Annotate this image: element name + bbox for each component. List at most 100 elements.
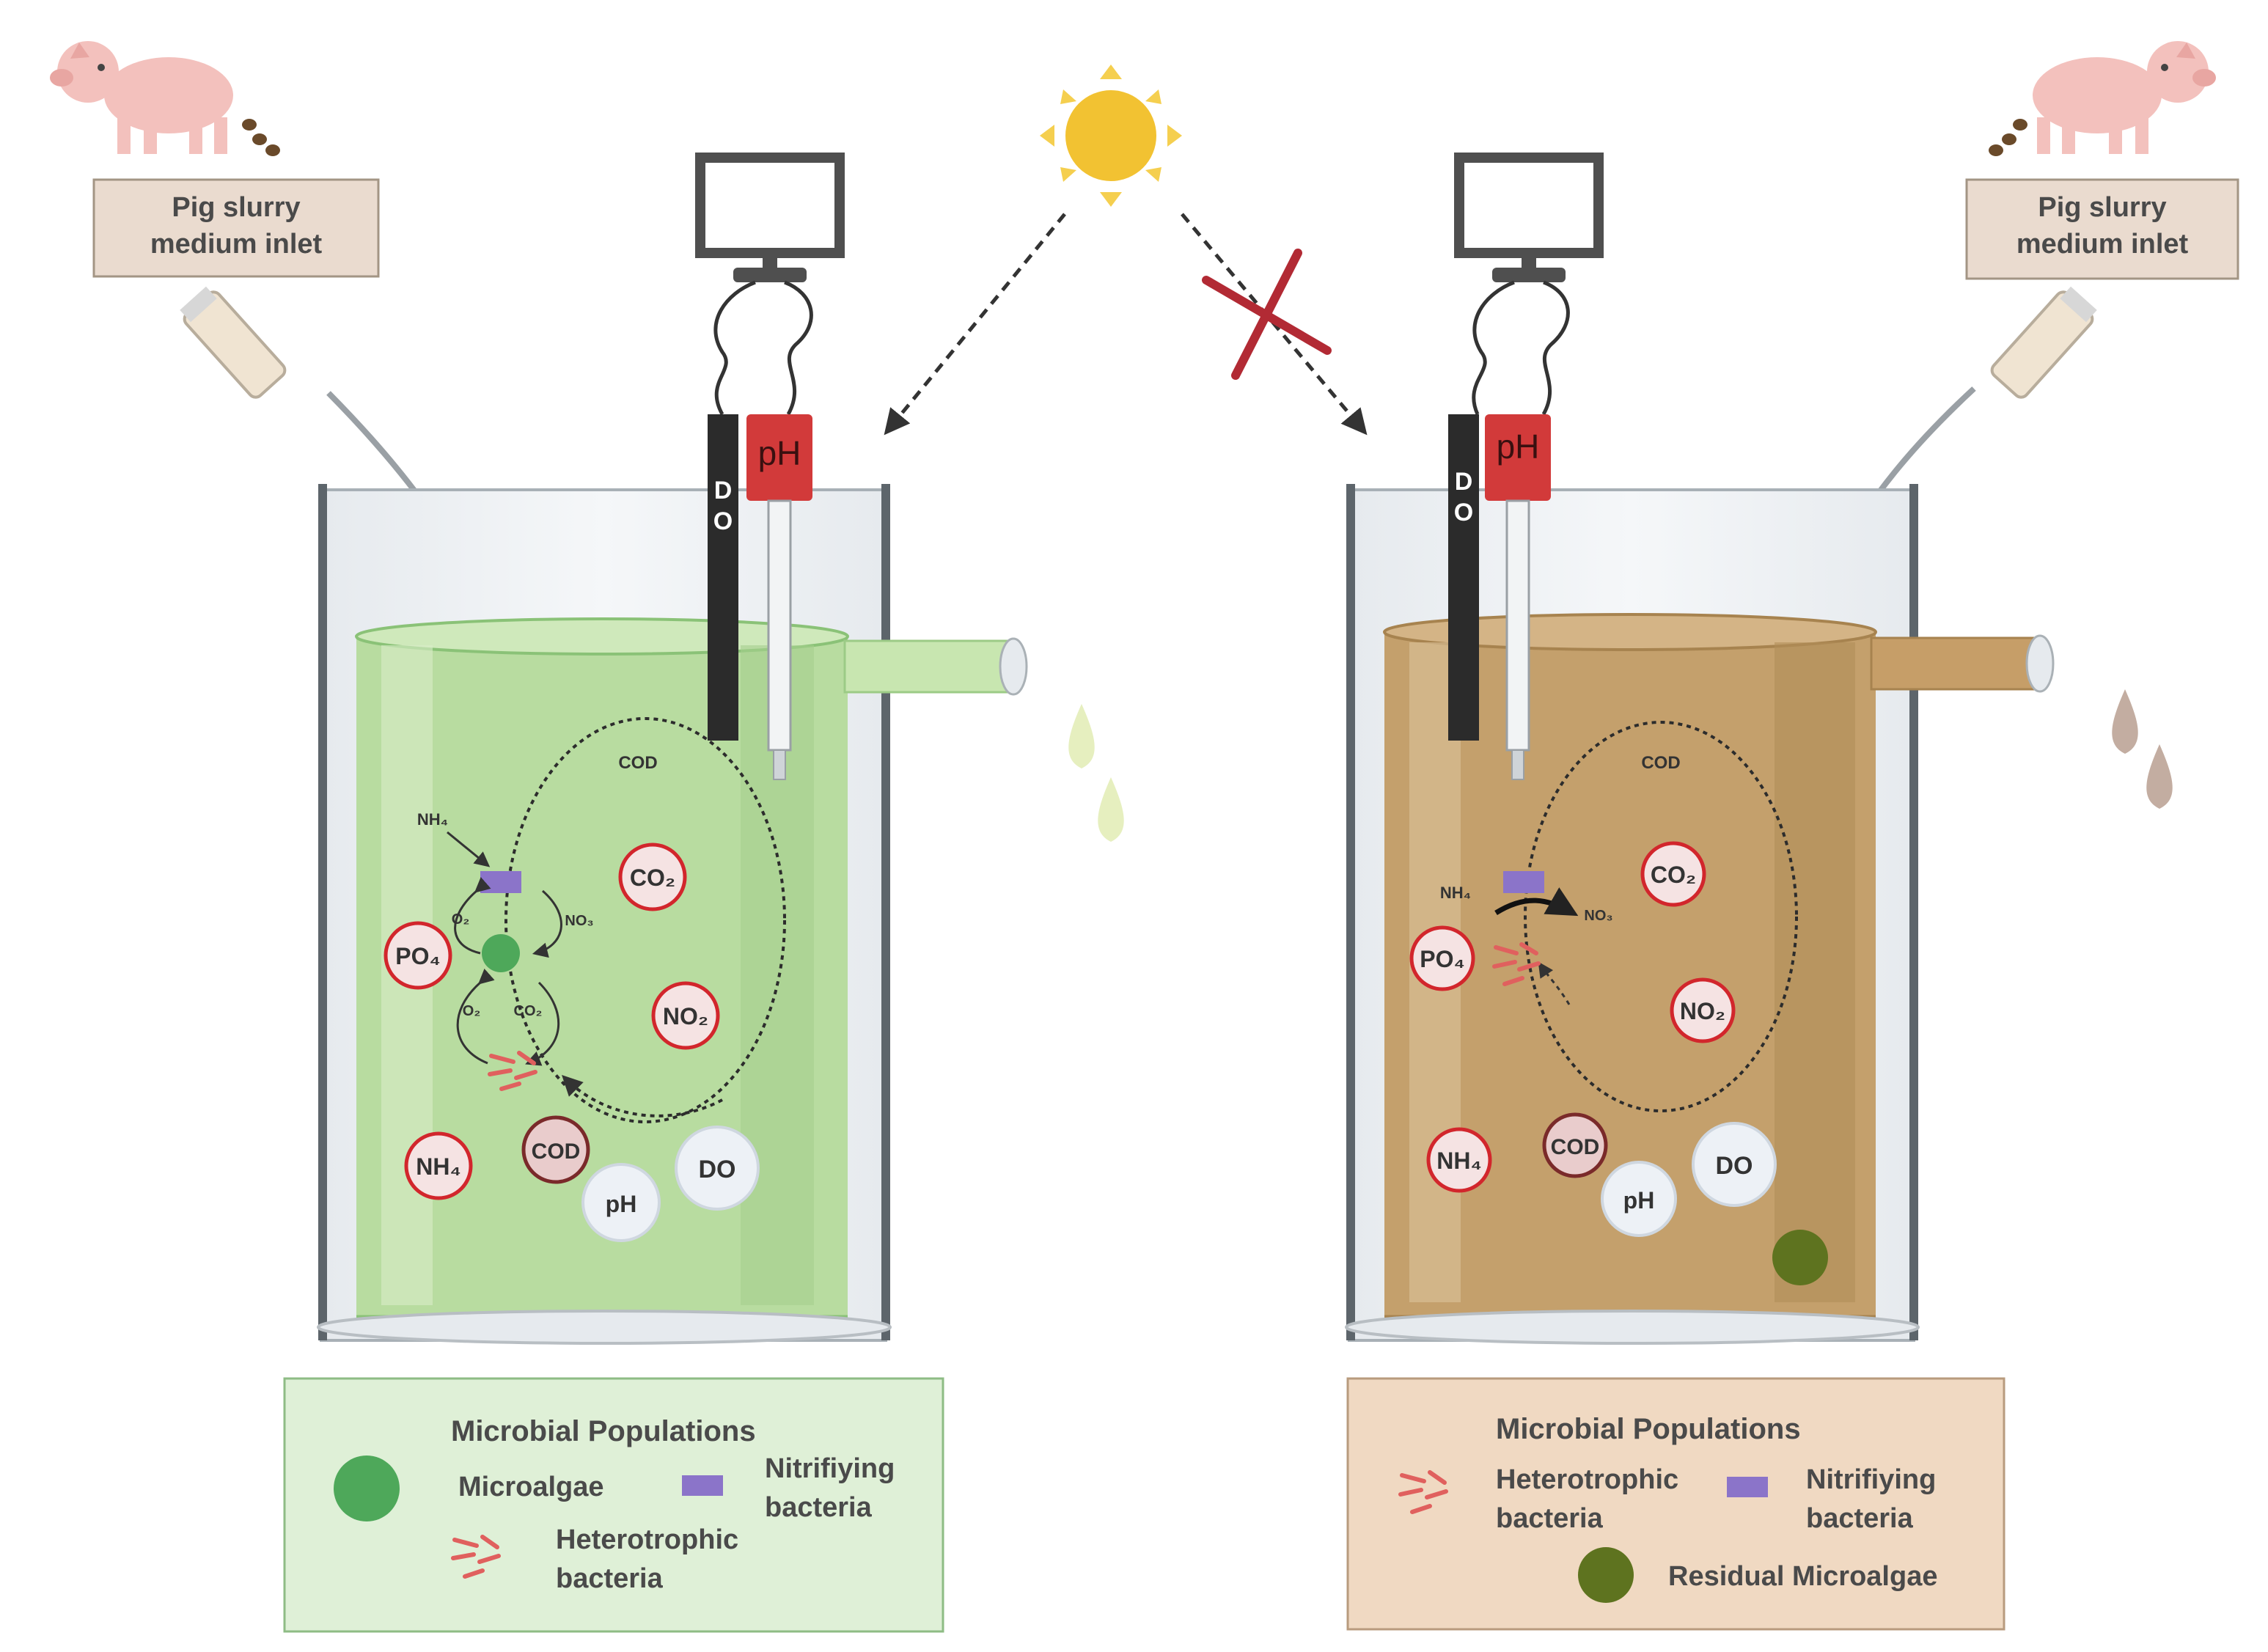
bubble-no2 xyxy=(651,981,720,1050)
legend-heterotrophic-line2: bacteria xyxy=(556,1563,664,1594)
manure-icon xyxy=(242,119,280,156)
inlet-label-box-right xyxy=(1965,178,2239,280)
bubble-cod-label: COD xyxy=(532,1139,581,1164)
bubble-do xyxy=(675,1126,760,1211)
legend-right-heterotrophic-icon xyxy=(1398,1470,1448,1514)
legend-heterotrophic-icon xyxy=(451,1535,501,1579)
bubble-right-do xyxy=(1692,1122,1777,1207)
bubble-no2-label: NO₂ xyxy=(663,1003,708,1029)
cycle-right-nh4-label: NH₄ xyxy=(1440,884,1471,902)
bubble-cod xyxy=(521,1115,590,1184)
do-probe-label-o: O xyxy=(713,507,733,535)
legend-nitrifying-line2: bacteria xyxy=(765,1492,873,1523)
right-legend-box xyxy=(1346,1377,2005,1631)
microalgae-cell-icon xyxy=(482,934,520,972)
bubble-po4 xyxy=(383,921,452,990)
sun-icon xyxy=(1040,65,1182,207)
cycle-nh4-label: NH₄ xyxy=(417,810,448,829)
bubble-right-po4-label: PO₄ xyxy=(1420,946,1464,972)
inlet-label-line2: medium inlet xyxy=(150,229,323,260)
cycle-right-cod-label: COD xyxy=(1641,753,1680,773)
syringe-icon-right xyxy=(1990,286,2097,399)
legend-right-heterotrophic-line2: bacteria xyxy=(1496,1503,1604,1534)
legend-right-nitrifying-line2: bacteria xyxy=(1806,1503,1914,1534)
do-probe xyxy=(708,414,738,741)
right-legend-title: Microbial Populations xyxy=(1496,1413,1801,1445)
do-probe-label-d: D xyxy=(714,477,733,504)
cycle-loop xyxy=(504,717,786,1123)
pig-icon-right xyxy=(2033,41,2216,154)
ph-probe-body xyxy=(767,499,792,752)
bubble-ph xyxy=(581,1163,661,1242)
outlet-pipe-right xyxy=(1870,636,2041,691)
inlet-label-right-line1: Pig slurry xyxy=(2038,192,2166,223)
bubble-right-no2 xyxy=(1670,977,1736,1043)
legend-nitrifying-icon xyxy=(682,1475,723,1496)
bubble-right-cod xyxy=(1542,1112,1608,1178)
effluent-droplet-icon-right xyxy=(2112,689,2173,809)
ph-probe-label: pH xyxy=(758,434,801,472)
legend-right-heterotrophic-line1: Heterotrophic xyxy=(1496,1464,1678,1495)
bubble-co2-label: CO₂ xyxy=(630,864,675,891)
do-probe-right xyxy=(1448,414,1479,741)
legend-microalgae-icon xyxy=(334,1455,400,1521)
heterotrophic-bacteria-icon xyxy=(488,1051,537,1091)
ph-probe-body-right xyxy=(1505,499,1530,752)
bubble-po4-label: PO₄ xyxy=(395,943,440,969)
light-arrow-left xyxy=(884,213,1066,436)
ph-probe-head-right xyxy=(1485,414,1551,501)
bubble-right-ph xyxy=(1601,1161,1677,1237)
pig-icon xyxy=(50,41,233,154)
manure-icon-right xyxy=(1989,119,2027,156)
outlet-pipe xyxy=(843,639,1015,694)
right-reactor: Pig slurry medium inlet D O xyxy=(1345,41,2239,1631)
legend-heterotrophic-line1: Heterotrophic xyxy=(556,1524,738,1555)
cycle-o2-label-a: O₂ xyxy=(452,911,469,928)
inlet-label-line1: Pig slurry xyxy=(172,192,300,223)
bubble-right-nh4 xyxy=(1426,1127,1492,1193)
bubble-right-no2-label: NO₂ xyxy=(1680,998,1725,1024)
legend-nitrifying-line1: Nitrifiying xyxy=(765,1453,895,1484)
cycle-right-no3-label: NO₃ xyxy=(1584,908,1612,924)
legend-right-residual-label: Residual Microalgae xyxy=(1668,1561,1937,1592)
cycle-co2-label: CO₂ xyxy=(514,1003,543,1019)
left-reactor: Pig slurry medium inlet xyxy=(50,41,1124,1633)
effluent-droplet-icon xyxy=(1068,704,1124,842)
legend-microalgae-label: Microalgae xyxy=(458,1472,604,1502)
nitrifying-bacteria-icon-right xyxy=(1503,871,1544,893)
syringe-icon xyxy=(180,286,287,399)
legend-right-residual-icon xyxy=(1578,1547,1634,1603)
left-legend-title: Microbial Populations xyxy=(451,1415,756,1447)
legend-right-nitrifying-line1: Nitrifiying xyxy=(1806,1464,1936,1495)
residual-microalgae-cell-icon xyxy=(1772,1230,1828,1285)
bubble-nh4-label: NH₄ xyxy=(416,1153,460,1180)
no-light-cross-icon xyxy=(1202,249,1332,380)
bubble-right-po4 xyxy=(1409,925,1475,991)
bubble-ph-label: pH xyxy=(606,1191,637,1217)
legend-right-nitrifying-icon xyxy=(1727,1477,1768,1497)
inlet-label-right-line2: medium inlet xyxy=(2016,229,2189,260)
ph-probe-right-label: pH xyxy=(1497,427,1540,466)
ph-probe-head xyxy=(746,414,812,501)
cycle-loop-right xyxy=(1524,721,1798,1112)
bubble-right-cod-label: COD xyxy=(1551,1135,1600,1159)
bubble-right-nh4-label: NH₄ xyxy=(1436,1148,1481,1174)
bubble-right-co2 xyxy=(1640,841,1706,907)
do-probe-right-label-o: O xyxy=(1454,499,1473,526)
bubble-nh4 xyxy=(404,1131,473,1200)
cycle-o2-label-b: O₂ xyxy=(463,1003,480,1019)
nitrifying-bacteria-icon xyxy=(480,871,521,893)
cycle-no3-label: NO₃ xyxy=(565,913,593,929)
bubble-right-ph-label: pH xyxy=(1623,1187,1655,1214)
bubble-right-do-label: DO xyxy=(1716,1152,1753,1180)
bubble-do-label: DO xyxy=(699,1156,736,1183)
bubble-right-co2-label: CO₂ xyxy=(1651,862,1696,888)
do-probe-right-label-d: D xyxy=(1455,468,1473,496)
cycle-cod-label: COD xyxy=(618,753,657,773)
monitor-icon-right xyxy=(1454,153,1604,282)
monitor-icon xyxy=(695,153,845,282)
inlet-label-box xyxy=(92,178,380,278)
heterotrophic-bacteria-icon-right xyxy=(1492,942,1541,986)
bubble-co2 xyxy=(618,842,687,911)
